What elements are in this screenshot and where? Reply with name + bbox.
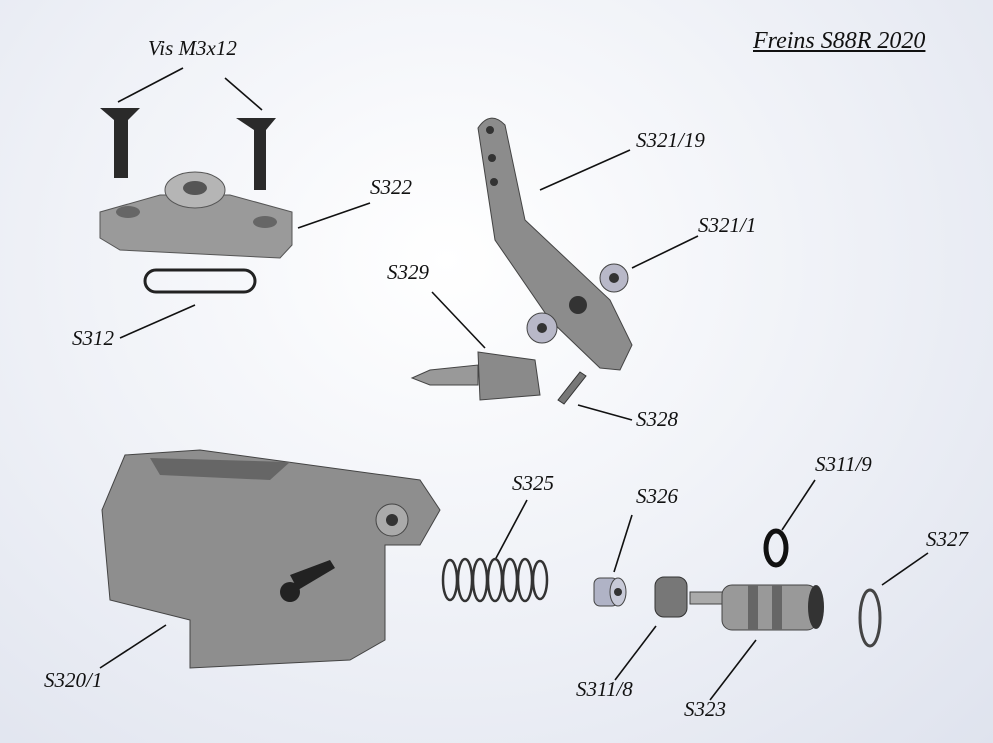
label-s328: S328: [636, 407, 678, 431]
label-s325: S325: [512, 471, 554, 495]
part-s322: [99, 171, 293, 294]
part-s329: [410, 351, 587, 405]
label-s311-8: S311/8: [576, 677, 633, 701]
leader-lines: [99, 67, 929, 701]
part-piston-set: [593, 528, 882, 648]
label-screws: Vis M3x12: [148, 36, 237, 60]
label-s311-9: S311/9: [815, 452, 872, 476]
screw-parts: [100, 108, 276, 190]
label-s327: S327: [926, 527, 968, 551]
label-s320-1: S320/1: [44, 668, 103, 692]
part-s325: [441, 557, 549, 603]
label-s326: S326: [636, 484, 678, 508]
part-s321-19: [477, 117, 633, 371]
label-s329: S329: [387, 260, 429, 284]
label-s312: S312: [72, 326, 114, 350]
label-s322: S322: [370, 175, 412, 199]
label-s321-19: S321/19: [636, 128, 705, 152]
part-s320-1: [101, 449, 441, 669]
label-s321-1: S321/1: [698, 213, 757, 237]
diagram-title: Freins S88R 2020: [753, 28, 926, 54]
label-s323: S323: [684, 697, 726, 721]
